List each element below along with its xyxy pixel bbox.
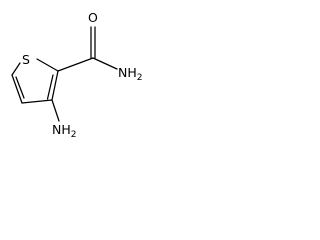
bond-c4-c5-inner — [15, 76, 25, 99]
bond-c3-amino-n — [51, 99, 60, 122]
amide-nitrogen-label: NH2 — [118, 65, 142, 83]
sulfur-atom-label: S — [22, 52, 30, 67]
chemical-structure: S O NH2 NH2 — [11, 10, 142, 140]
bond-c2-c3-inner — [46, 74, 54, 100]
bond-c2-carbonyl-carbon — [57, 57, 94, 72]
bond-carbonyl-c-n — [92, 57, 118, 70]
bond-s1-c2 — [36, 58, 59, 72]
amino-subscript-2: 2 — [71, 130, 77, 140]
bond-c4-c5 — [11, 74, 23, 104]
amino-nitrogen-label: NH2 — [52, 122, 76, 140]
bond-c3-c4 — [21, 99, 53, 104]
bond-c5-s1 — [11, 62, 21, 76]
bond-c2-c3 — [51, 70, 59, 101]
amide-subscript-2: 2 — [137, 73, 143, 83]
oxygen-atom-label: O — [88, 10, 98, 25]
amide-nh-text: NH — [118, 65, 137, 80]
thiophene-ring — [11, 58, 59, 104]
carboxamide-group — [57, 26, 118, 72]
amino-nh-text: NH — [52, 122, 71, 137]
